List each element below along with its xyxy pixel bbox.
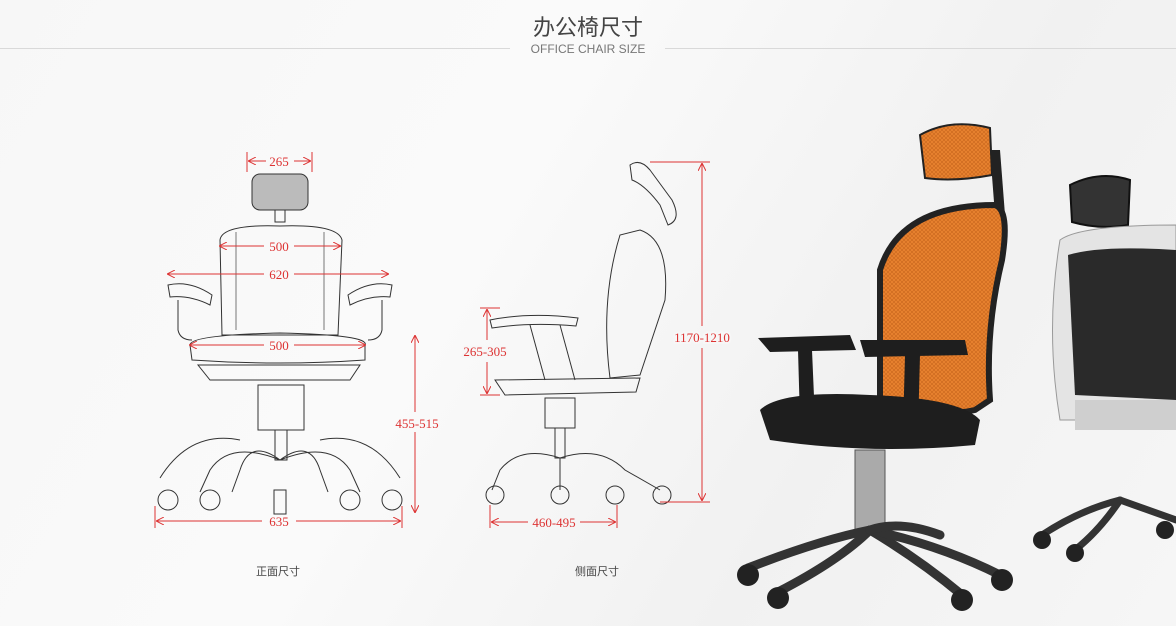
front-dimension-labels: 265 500 620 500 455-515 635 bbox=[269, 154, 438, 529]
dim-armrest-width: 620 bbox=[269, 267, 289, 282]
dim-total-height: 1170-1210 bbox=[674, 330, 730, 345]
dim-base-width: 635 bbox=[269, 514, 289, 529]
front-view-caption: 正面尺寸 bbox=[256, 565, 300, 578]
dim-armrest-height: 265-305 bbox=[463, 344, 506, 359]
dim-headrest-width: 265 bbox=[269, 154, 289, 169]
side-view-caption: 侧面尺寸 bbox=[575, 565, 619, 578]
side-view-drawing bbox=[485, 161, 677, 505]
divider bbox=[0, 48, 510, 49]
dim-seat-depth: 460-495 bbox=[532, 515, 575, 530]
side-dimensions bbox=[480, 161, 710, 528]
divider bbox=[665, 48, 1176, 49]
front-view-drawing bbox=[157, 173, 403, 515]
section-header: 办公椅尺寸 OFFICE CHAIR SIZE bbox=[0, 0, 1176, 60]
orange-chair-photo bbox=[737, 123, 1013, 611]
section-subtitle: OFFICE CHAIR SIZE bbox=[530, 42, 646, 56]
dim-back-width: 500 bbox=[269, 239, 289, 254]
side-dimension-labels: 1170-1210 265-305 460-495 bbox=[461, 328, 732, 530]
section-title: 办公椅尺寸 bbox=[532, 16, 643, 41]
front-dimensions bbox=[154, 152, 415, 528]
dim-seat-width: 500 bbox=[269, 338, 289, 353]
dim-seat-height: 455-515 bbox=[395, 416, 438, 431]
grey-chair-photo bbox=[1033, 175, 1176, 562]
